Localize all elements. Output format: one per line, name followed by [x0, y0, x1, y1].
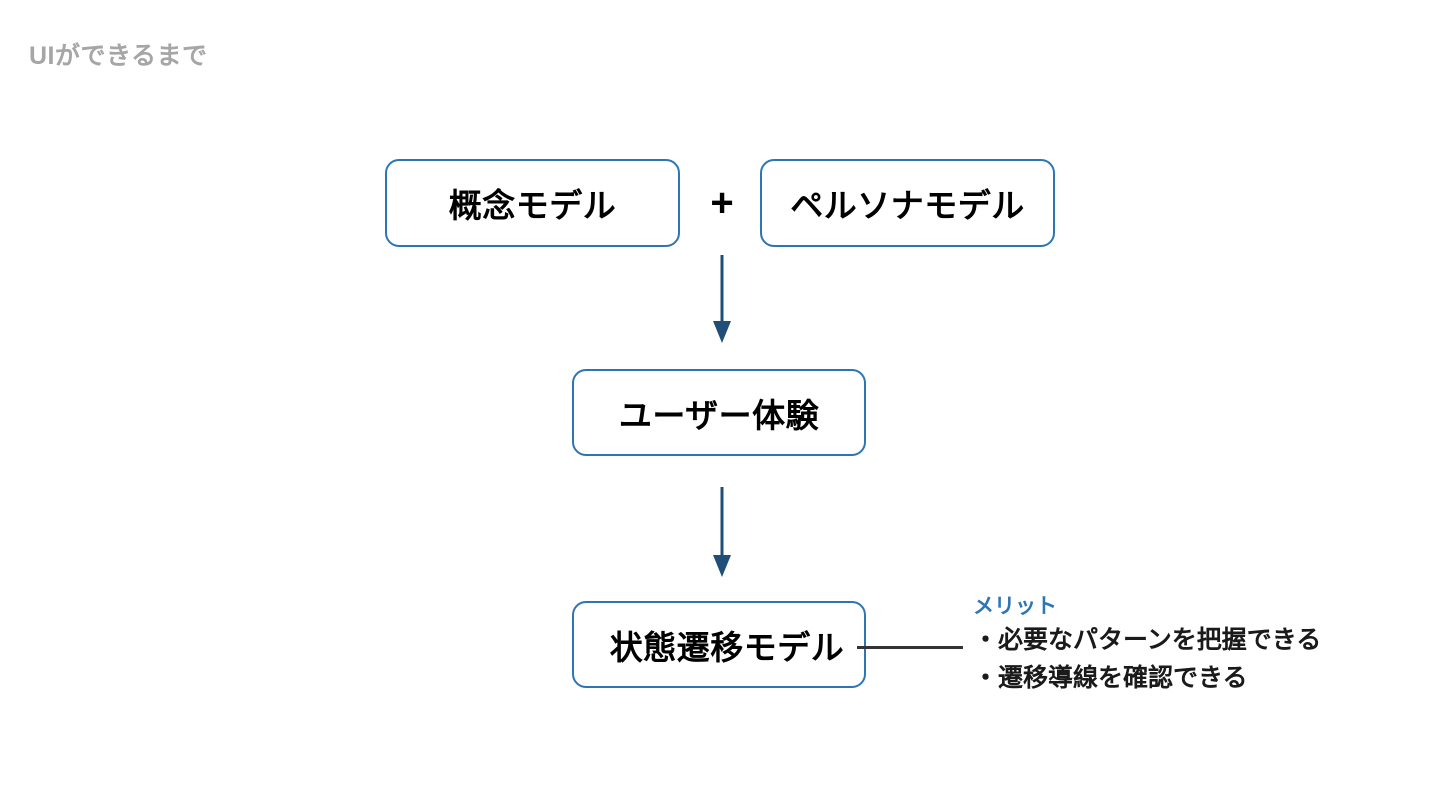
page-title: UIができるまで — [29, 42, 208, 70]
node-concept-model-label: 概念モデル — [448, 187, 617, 224]
arrow-down-icon-2 — [713, 487, 731, 577]
merit-callout-heading: メリット — [973, 595, 1057, 618]
node-state-transition-model-label: 状態遷移モデル — [609, 628, 845, 666]
merit-callout-item: ・必要なパターンを把握できる — [973, 626, 1322, 655]
node-persona-model[interactable]: ペルソナモデル — [760, 159, 1055, 247]
node-state-transition-model[interactable]: 状態遷移モデル — [572, 601, 866, 688]
merit-callout: メリット ・必要なパターンを把握できる ・遷移導線を確認できる — [973, 594, 1373, 697]
node-user-experience-label: ユーザー体験 — [618, 396, 820, 434]
callout-connector-line — [857, 646, 963, 649]
plus-operator-icon: + — [710, 181, 734, 225]
node-persona-model-label: ペルソナモデル — [790, 187, 1025, 224]
merit-callout-item: ・遷移導線を確認できる — [973, 663, 1248, 692]
arrow-down-icon-1 — [713, 255, 731, 343]
node-user-experience[interactable]: ユーザー体験 — [572, 369, 866, 456]
node-concept-model[interactable]: 概念モデル — [385, 159, 680, 247]
